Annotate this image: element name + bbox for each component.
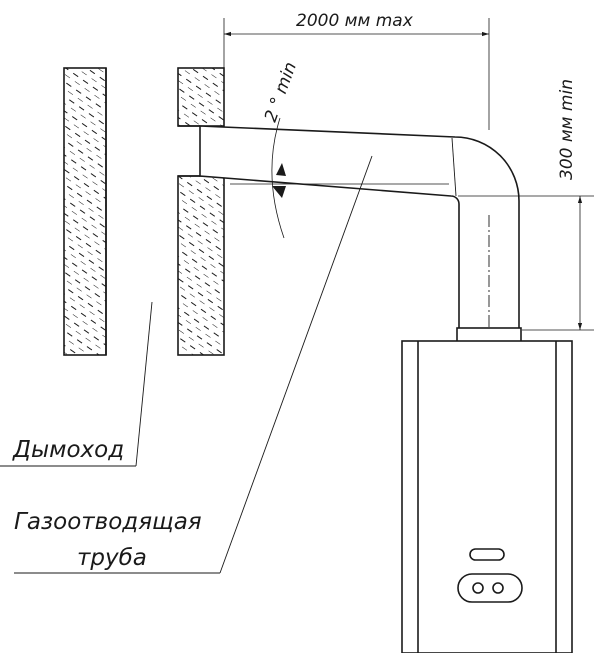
flue-pipe bbox=[199, 125, 522, 343]
flue-pipe-label-line2: труба bbox=[77, 545, 147, 571]
boiler-knob-left bbox=[472, 582, 484, 594]
boiler-indicator bbox=[469, 548, 505, 561]
min-height-label: 300 мм min bbox=[557, 79, 577, 180]
chimney-label: Дымоход bbox=[12, 437, 124, 463]
boiler-knob-right bbox=[492, 582, 504, 594]
chimney bbox=[63, 67, 225, 356]
min-slope-label: 2 ° min bbox=[261, 59, 301, 124]
boiler-body bbox=[401, 340, 573, 653]
pipe-collar bbox=[456, 327, 522, 343]
chimney-wall-left bbox=[63, 67, 107, 356]
flue-pipe-label-line1: Газоотводящая bbox=[14, 509, 202, 535]
boiler-control-panel bbox=[457, 573, 523, 603]
chimney-callout: Дымоход bbox=[0, 301, 153, 467]
flue-pipe-outline bbox=[199, 125, 520, 331]
dimension-max-length: 2000 мм max bbox=[223, 11, 490, 130]
chimney-wall-right-upper bbox=[177, 67, 225, 127]
dimension-min-height: 300 мм min bbox=[458, 79, 594, 331]
pipe-section-line bbox=[451, 137, 457, 197]
gas-boiler bbox=[401, 340, 573, 653]
flue-pipe-callout: Газоотводящая труба bbox=[14, 155, 373, 574]
max-length-label: 2000 мм max bbox=[296, 11, 414, 31]
chimney-wall-right-lower bbox=[177, 175, 225, 356]
